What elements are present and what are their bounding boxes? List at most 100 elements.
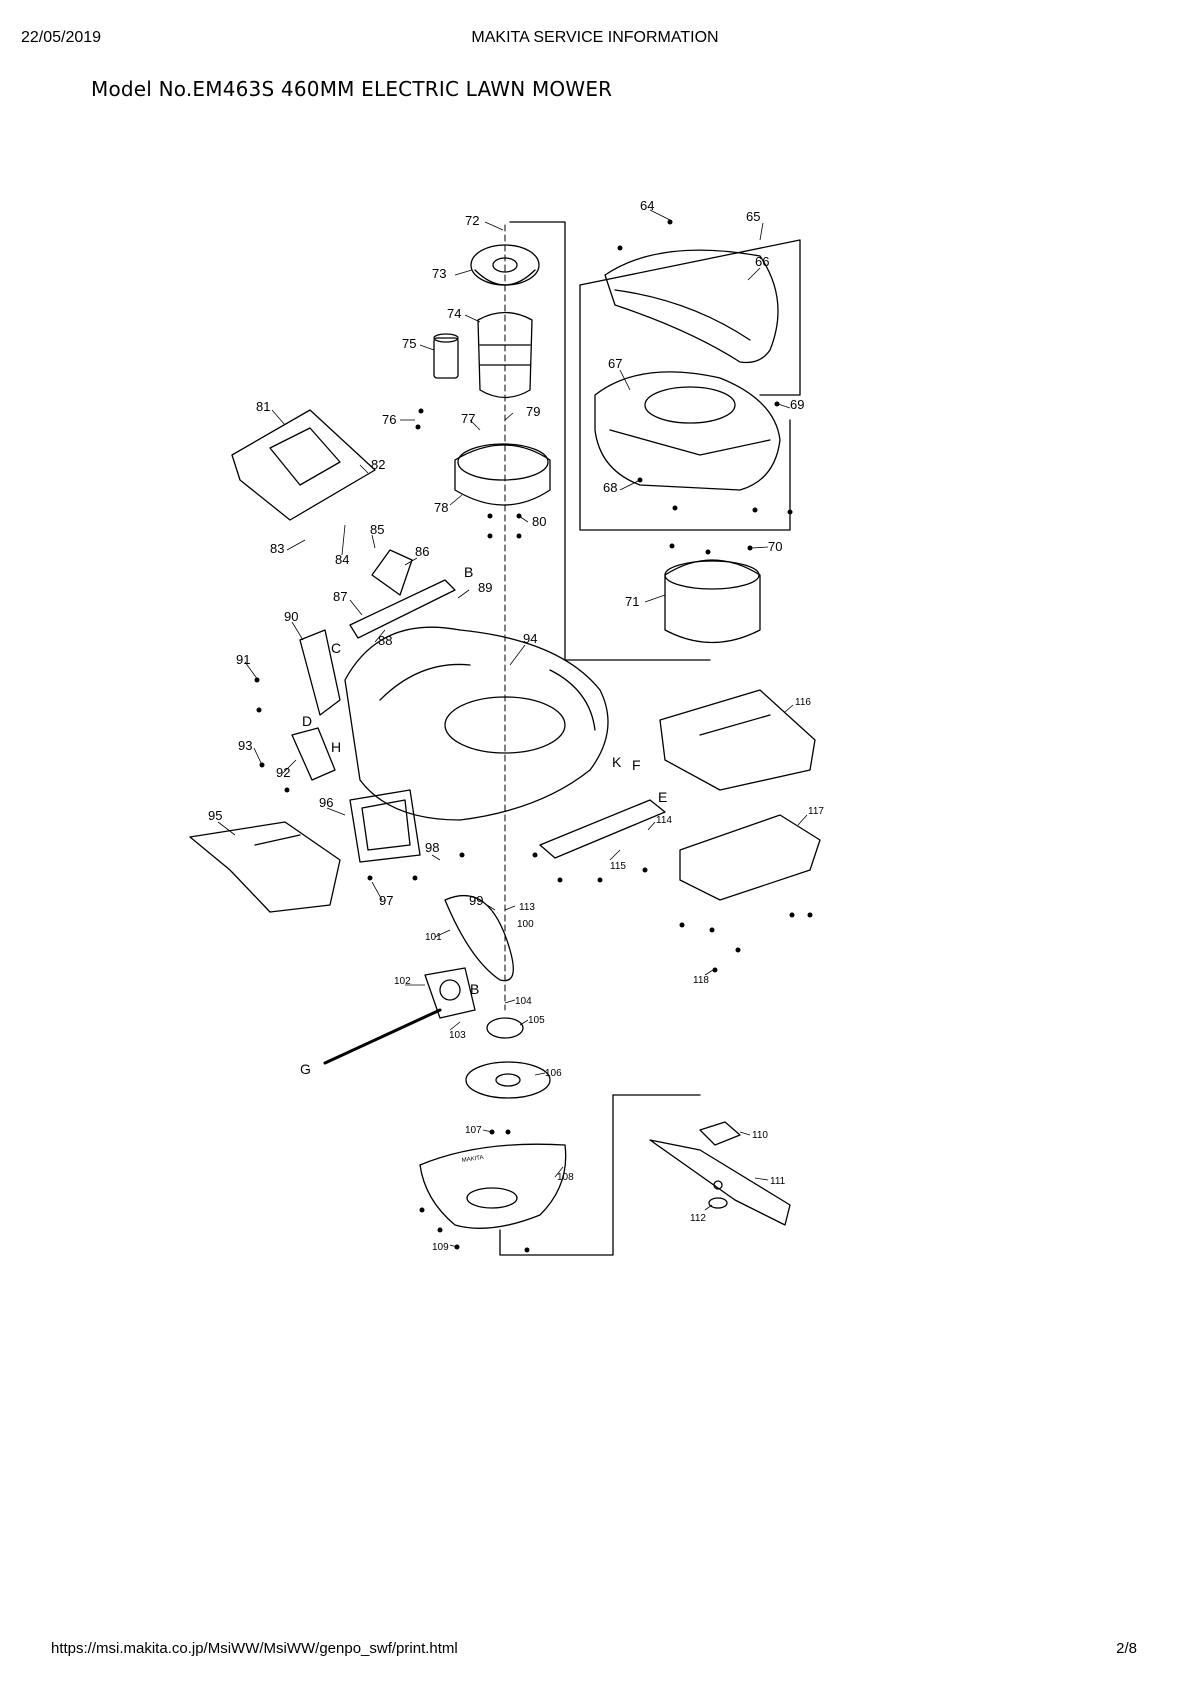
- housing-stamp: MAKITA: [461, 1155, 484, 1164]
- motor-cover-part: [604, 249, 779, 364]
- bracket-line: [579, 239, 801, 396]
- part-label-107: 107: [465, 1125, 482, 1136]
- part-label-98: 98: [425, 840, 439, 855]
- armature-part: [477, 311, 533, 399]
- part-label-96: 96: [319, 795, 333, 810]
- part-label-88: 88: [378, 633, 392, 648]
- part-label-84: 84: [335, 552, 349, 567]
- footer-url: https://msi.makita.co.jp/MsiWW/MsiWW/gen…: [51, 1640, 458, 1657]
- part-label-99: 99: [469, 893, 483, 908]
- model-title: Model No.EM463S 460MM ELECTRIC LAWN MOWE…: [91, 77, 613, 101]
- part-label-82: 82: [371, 457, 385, 472]
- part-label-83: 83: [270, 541, 284, 556]
- ref-letter-g: G: [300, 1061, 311, 1077]
- page-number: 2/8: [1116, 1640, 1137, 1657]
- part-label-113: 113: [519, 902, 535, 913]
- part-label-112: 112: [690, 1213, 706, 1224]
- washer-part: [708, 1197, 728, 1209]
- part-label-110: 110: [752, 1130, 768, 1141]
- part-label-80: 80: [532, 514, 546, 529]
- height-adjuster-part: [291, 727, 336, 781]
- part-label-114: 114: [656, 815, 672, 826]
- part-label-108: 108: [557, 1172, 574, 1183]
- ref-letter-d: D: [302, 713, 312, 729]
- bracket-line: [579, 284, 791, 531]
- battery-cover-part: [659, 689, 816, 791]
- part-label-95: 95: [208, 808, 222, 823]
- gearbox-part: [424, 967, 476, 1019]
- part-label-78: 78: [434, 500, 448, 515]
- part-label-68: 68: [603, 480, 617, 495]
- reference-letters: B C D H K F E G B: [300, 564, 667, 1077]
- rail-part: [539, 799, 666, 859]
- part-label-64: 64: [640, 198, 654, 213]
- ref-letter-e: E: [658, 789, 667, 805]
- part-label-69: 69: [790, 397, 804, 412]
- part-label-66: 66: [755, 254, 769, 269]
- fan-guard-part: [664, 559, 761, 644]
- part-label-93: 93: [238, 738, 252, 753]
- part-label-89: 89: [478, 580, 492, 595]
- mower-deck-part: [344, 626, 609, 821]
- part-label-102: 102: [394, 976, 411, 987]
- blade-part: [649, 1139, 791, 1226]
- part-label-71: 71: [625, 594, 639, 609]
- pulley-part: [486, 1017, 524, 1039]
- part-label-87: 87: [333, 589, 347, 604]
- blade-holder-part: [699, 1121, 741, 1146]
- part-label-105: 105: [528, 1015, 545, 1026]
- flap-part: [371, 549, 413, 596]
- part-label-117: 117: [808, 806, 824, 817]
- part-label-75: 75: [402, 336, 416, 351]
- part-label-72: 72: [465, 213, 479, 228]
- part-number-labels: 64 65 66 67 68 69 70 71 72 73 74 75 76 7…: [208, 198, 824, 1253]
- part-label-109: 109: [432, 1242, 449, 1253]
- ref-letter-b: B: [464, 564, 473, 580]
- part-label-106: 106: [545, 1068, 562, 1079]
- hinge-bar-part: [349, 579, 456, 639]
- part-label-79: 79: [526, 404, 540, 419]
- part-label-111: 111: [770, 1176, 786, 1187]
- bracket-line: [509, 221, 711, 661]
- page-header-title: MAKITA SERVICE INFORMATION: [471, 29, 719, 46]
- blade-housing-part: [419, 1143, 567, 1229]
- motor-base-part: [454, 444, 551, 506]
- side-guard-part: [299, 629, 341, 716]
- part-label-104: 104: [515, 996, 532, 1007]
- part-label-86: 86: [415, 544, 429, 559]
- part-label-65: 65: [746, 209, 760, 224]
- part-label-103: 103: [449, 1030, 466, 1041]
- handle-base-part: [679, 814, 821, 901]
- part-label-116: 116: [795, 697, 811, 708]
- part-label-90: 90: [284, 609, 298, 624]
- part-label-118: 118: [693, 975, 709, 986]
- part-label-94: 94: [523, 631, 537, 646]
- rear-cover-part: [231, 409, 376, 521]
- part-label-97: 97: [379, 893, 393, 908]
- ref-letter-k: K: [612, 754, 622, 770]
- axle-part: [323, 1008, 442, 1065]
- part-label-73: 73: [432, 266, 446, 281]
- capacitor-part: [433, 337, 459, 379]
- part-label-85: 85: [370, 522, 384, 537]
- fasteners: [254, 219, 813, 1253]
- rear-flap-part: [349, 789, 421, 863]
- part-label-91: 91: [236, 652, 250, 667]
- part-label-81: 81: [256, 399, 270, 414]
- impeller-part: [465, 1061, 551, 1099]
- motor-housing-part: [594, 371, 781, 491]
- part-label-67: 67: [608, 356, 622, 371]
- bracket-line: [499, 1094, 614, 1256]
- part-label-70: 70: [768, 539, 782, 554]
- drive-belt-part: [444, 895, 514, 982]
- part-label-74: 74: [447, 306, 461, 321]
- part-label-76: 76: [382, 412, 396, 427]
- print-date: 22/05/2019: [21, 29, 102, 46]
- ref-letter-f: F: [632, 757, 641, 773]
- part-label-100: 100: [517, 919, 534, 930]
- ref-letter-c: C: [331, 640, 341, 656]
- part-label-77: 77: [461, 411, 475, 426]
- part-label-101: 101: [425, 932, 442, 943]
- part-label-115: 115: [610, 861, 626, 872]
